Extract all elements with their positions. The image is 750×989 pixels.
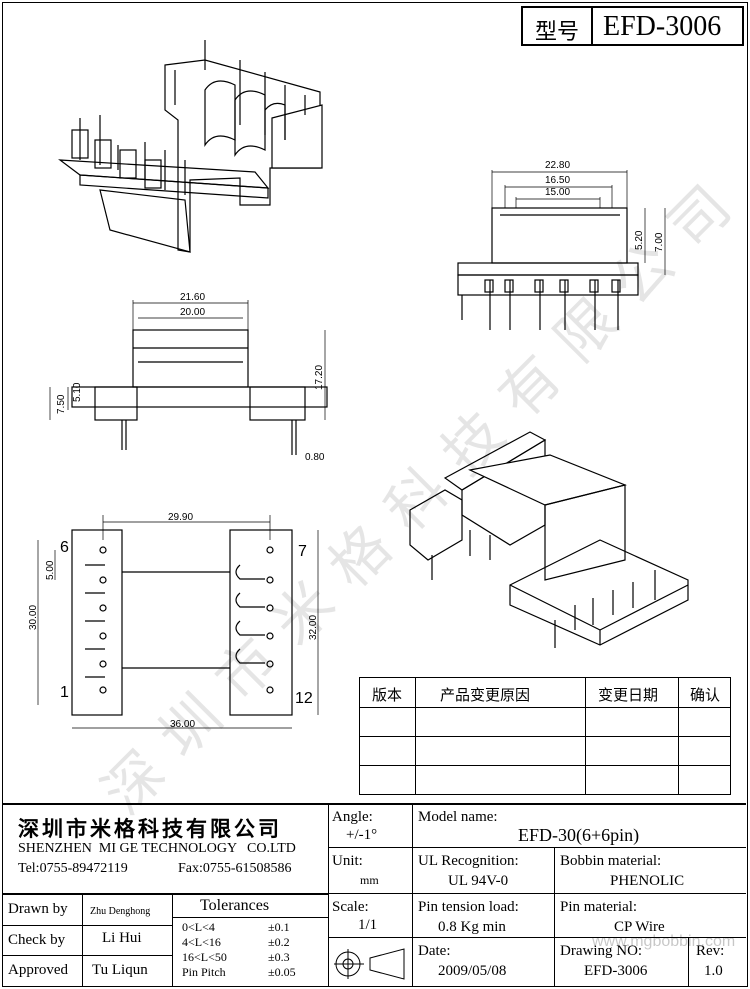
- iso-view-top: [58, 40, 323, 253]
- bobbin-material-value: PHENOLIC: [610, 873, 685, 889]
- type-label: 型号: [535, 20, 580, 45]
- model-header-divider: [591, 8, 593, 44]
- pin-material-value: CP Wire: [614, 919, 665, 935]
- tol-value-1: ±0.1: [268, 920, 290, 934]
- dim-top-w1: 22.80: [545, 160, 570, 171]
- pin-label-6: 6: [60, 539, 69, 556]
- bottom-view: [37, 515, 319, 729]
- bobbin-material-label: Bobbin material:: [560, 853, 662, 869]
- dim-side-h-left2: 5.10: [72, 382, 83, 402]
- model-name-value: EFD-30(6+6pin): [518, 825, 640, 845]
- drawn-by-label: Drawn by: [8, 901, 68, 917]
- tol-range-2: 4<L<16: [182, 935, 221, 949]
- approved-value: Tu Liqun: [92, 962, 148, 978]
- ul-value: UL 94V-0: [448, 873, 509, 889]
- tol-value-4: ±0.05: [268, 965, 296, 979]
- tolerances-title: Tolerances: [200, 897, 270, 914]
- drawn-by-value: Zhu Denghong: [90, 906, 151, 917]
- rev-header-version: 版本: [372, 686, 403, 704]
- dim-left-h: 30.00: [28, 605, 39, 630]
- pin-tension-value: 0.8 Kg min: [438, 919, 506, 935]
- dim-pitch: 5.00: [45, 560, 56, 580]
- front-view-right: [457, 170, 666, 330]
- unit-value: mm: [360, 873, 379, 887]
- model-number: EFD-3006: [603, 11, 722, 42]
- dim-top-h1: 5.20: [634, 230, 645, 250]
- rev-header-confirm: 确认: [690, 686, 721, 704]
- drawing-no-label: Drawing NO:: [560, 943, 643, 959]
- angle-value: +/-1°: [346, 827, 378, 843]
- pin-tension-label: Pin tension load:: [418, 899, 519, 915]
- technical-drawing: 22.80 16.50 15.00 5.20 7.00 21.60 20.00 …: [28, 40, 689, 730]
- projection-symbol-icon: [334, 948, 405, 980]
- dim-bottom-w: 36.00: [170, 719, 195, 730]
- scale-value: 1/1: [358, 917, 378, 933]
- unit-label: Unit:: [332, 853, 363, 869]
- dim-top-w2: 16.50: [545, 175, 570, 186]
- dim-pin-span: 29.90: [168, 512, 193, 523]
- dim-top-h2: 7.00: [654, 232, 665, 252]
- company-name-cn: 深圳市米格科技有限公司: [18, 817, 282, 841]
- tol-range-1: 0<L<4: [182, 920, 215, 934]
- model-name-label: Model name:: [418, 809, 498, 825]
- revision-table: 版本 产品变更原因 变更日期 确认: [359, 677, 731, 795]
- approved-label: Approved: [8, 962, 68, 978]
- date-value: 2009/05/08: [438, 963, 507, 979]
- check-by-label: Check by: [8, 932, 66, 948]
- dim-side-w1: 21.60: [180, 292, 205, 303]
- pin-label-1: 1: [60, 684, 69, 701]
- rev-header-reason: 产品变更原因: [440, 686, 531, 704]
- pin-label-7: 7: [298, 543, 307, 560]
- angle-label: Angle:: [332, 809, 373, 825]
- drawing-no-value: EFD-3006: [584, 963, 648, 979]
- scale-label: Scale:: [332, 899, 369, 915]
- side-view: [49, 300, 328, 455]
- iso-view-bottom: [409, 431, 689, 648]
- dim-pin-d: 0.80: [305, 452, 325, 463]
- watermark-url: www.mgbobbin.com: [592, 933, 736, 950]
- check-by-value: Li Hui: [102, 930, 142, 946]
- ul-label: UL Recognition:: [418, 853, 519, 869]
- dim-side-w2: 20.00: [180, 307, 205, 318]
- dim-side-h-right: 17.20: [314, 365, 325, 390]
- company-fax: Fax:0755-61508586: [178, 861, 292, 876]
- company-name-en: SHENZHEN MI GE TECHNOLOGY CO.LTD: [18, 841, 296, 856]
- date-label: Date:: [418, 943, 451, 959]
- rev-value: 1.0: [704, 963, 723, 979]
- tol-value-2: ±0.2: [268, 935, 290, 949]
- pin-material-label: Pin material:: [560, 899, 638, 915]
- rev-header-date: 变更日期: [598, 686, 659, 704]
- title-block: 深圳市米格科技有限公司 SHENZHEN MI GE TECHNOLOGY CO…: [2, 803, 746, 987]
- company-tel: Tel:0755-89472119: [18, 861, 128, 876]
- model-header-box: 型号 EFD-3006: [521, 6, 744, 46]
- dim-top-w3: 15.00: [545, 187, 570, 198]
- pin-label-12: 12: [295, 690, 313, 707]
- tol-range-4: Pin Pitch: [182, 965, 226, 979]
- rev-label: Rev:: [696, 943, 725, 959]
- dim-right-h: 32.00: [308, 615, 319, 640]
- tol-value-3: ±0.3: [268, 950, 290, 964]
- tol-range-3: 16<L<50: [182, 950, 227, 964]
- dim-side-h-left1: 7.50: [56, 394, 67, 414]
